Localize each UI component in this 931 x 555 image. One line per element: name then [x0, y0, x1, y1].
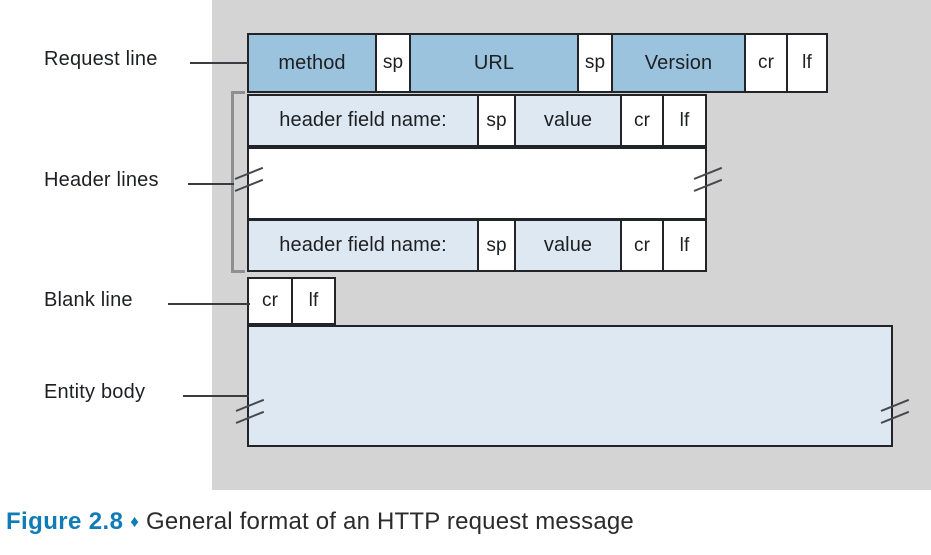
cell-label: sp	[584, 52, 606, 73]
cell-label: value	[543, 234, 593, 256]
request-line-cell-sp-1: sp	[375, 33, 411, 93]
header-line-last-cell-name: header field name:	[247, 219, 479, 272]
cell-label: value	[543, 109, 593, 131]
annotation-blank-line-text: Blank line	[44, 289, 133, 311]
header-line-first-cell-sp: sp	[477, 94, 516, 147]
annotation-request-line: Request line	[44, 48, 158, 71]
cell-label: sp	[486, 109, 507, 131]
cell-label: header field name:	[279, 234, 447, 256]
header-line-last-cell-sp: sp	[477, 219, 516, 272]
request-line-cell-url: URL	[409, 33, 579, 93]
header-line-first-cell-lf: lf	[662, 94, 707, 147]
leader-line-request-line	[190, 62, 248, 64]
request-line-cell-version: Version	[611, 33, 746, 93]
leader-line-blank-line	[168, 303, 250, 305]
diamond-icon: ♦	[130, 512, 140, 531]
annotation-blank-line: Blank line	[44, 289, 133, 312]
annotation-request-line-text: Request line	[44, 48, 158, 70]
break-mark-icon-entity-left	[235, 396, 270, 430]
blank-line-cell-cr: cr	[247, 277, 293, 325]
header-line-first-cell-cr: cr	[620, 94, 664, 147]
cell-label: method	[278, 51, 346, 74]
annotation-header-lines: Header lines	[44, 169, 159, 192]
cell-label: Version	[644, 51, 713, 74]
cell-label: URL	[473, 51, 515, 74]
break-mark-icon-header-right	[693, 164, 728, 198]
annotation-entity-body: Entity body	[44, 381, 145, 404]
header-lines-continuation-region	[247, 147, 707, 220]
cell-label: cr	[261, 290, 279, 311]
header-line-last-cell-cr: cr	[620, 219, 664, 272]
cell-label: cr	[757, 52, 775, 73]
annotation-entity-body-text: Entity body	[44, 381, 146, 403]
request-line-cell-cr: cr	[744, 33, 788, 93]
cell-label: sp	[486, 234, 507, 256]
break-mark-icon-entity-right	[880, 396, 915, 430]
cell-label: lf	[679, 234, 690, 256]
header-lines-bracket	[231, 91, 245, 273]
header-line-last-cell-value: value	[514, 219, 622, 272]
request-line-cell-lf: lf	[786, 33, 828, 93]
header-line-first-cell-name: header field name:	[247, 94, 479, 147]
cell-label: header field name:	[279, 109, 447, 131]
figure-caption-text: General format of an HTTP request messag…	[146, 508, 634, 535]
figure-number: Figure 2.8	[6, 508, 124, 535]
header-line-first-cell-value: value	[514, 94, 622, 147]
header-line-last-cell-lf: lf	[662, 219, 707, 272]
cell-label: lf	[802, 52, 812, 73]
request-line-cell-sp-2: sp	[577, 33, 613, 93]
leader-line-entity-body	[183, 395, 249, 397]
cell-label: cr	[633, 234, 651, 256]
cell-label: lf	[679, 109, 690, 131]
entity-body-box	[247, 325, 893, 447]
cell-label: sp	[382, 52, 404, 73]
annotation-header-lines-text: Header lines	[44, 169, 159, 191]
blank-line-cell-lf: lf	[291, 277, 336, 325]
figure-caption: Figure 2.8 ♦ General format of an HTTP r…	[6, 508, 634, 536]
request-line-cell-method: method	[247, 33, 377, 93]
cell-label: cr	[633, 109, 651, 131]
leader-line-header-lines	[188, 183, 234, 185]
cell-label: lf	[308, 290, 319, 311]
